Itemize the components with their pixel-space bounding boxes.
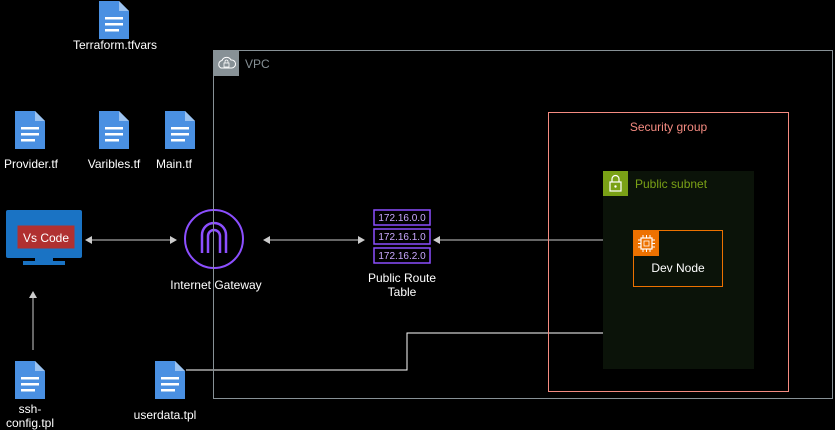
public-subnet: Public subnet — [603, 171, 754, 369]
main-tf-label: Main.tf — [155, 157, 192, 171]
ssh-config-tpl-label: ssh- config.tpl — [5, 402, 55, 430]
security-group: Security group — [548, 112, 789, 392]
chip-icon — [634, 231, 659, 256]
document-icon — [96, 110, 132, 150]
route-table-icon: 172.16.0.0 172.16.1.0 172.16.2.0 — [373, 209, 431, 264]
internet-gateway-label: Internet Gateway — [170, 278, 262, 292]
document-icon — [12, 110, 48, 150]
public-subnet-label: Public subnet — [635, 177, 708, 191]
route-entry: 172.16.2.0 — [378, 251, 426, 262]
vpc-group: VPC — [213, 50, 833, 399]
route-entry: 172.16.0.0 — [378, 213, 426, 224]
vpc-label: VPC — [245, 57, 270, 71]
provider-tf-label: Provider.tf — [3, 157, 59, 171]
varibles-tf-label: Varibles.tf — [87, 157, 141, 171]
cloud-lock-icon — [214, 51, 239, 76]
connector-userdata-subnet — [186, 329, 627, 371]
document-icon — [162, 110, 198, 150]
route-table-label: Public Route Table — [367, 271, 437, 299]
route-entry: 172.16.1.0 — [378, 232, 426, 243]
userdata-tpl-label: userdata.tpl — [133, 408, 197, 422]
document-icon — [96, 0, 132, 40]
dev-node: Dev Node — [633, 230, 723, 287]
terraform-tfvars-label: Terraform.tfvars — [72, 38, 157, 52]
dev-node-label: Dev Node — [651, 261, 705, 275]
security-group-label: Security group — [629, 120, 708, 134]
monitor-icon — [6, 210, 82, 265]
padlock-icon — [603, 171, 628, 196]
document-icon — [152, 360, 188, 400]
document-icon — [12, 360, 48, 400]
internet-gateway-icon — [184, 209, 244, 269]
vscode-label: Vs Code — [22, 231, 70, 245]
